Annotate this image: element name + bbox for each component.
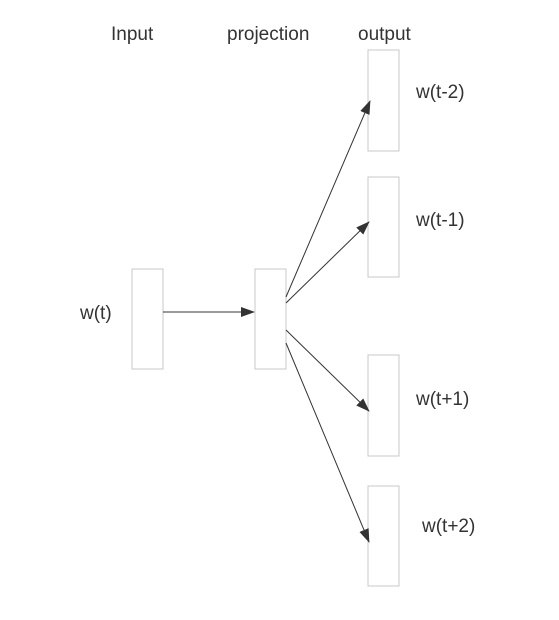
projection-box — [254, 268, 287, 370]
input-word-label: w(t) — [79, 303, 112, 324]
input-box — [131, 268, 164, 370]
output-box-t-minus-2 — [367, 49, 400, 152]
arrow-projection-to-t-plus-2 — [285, 342, 370, 543]
output-label-t-minus-1: w(t-1) — [415, 210, 465, 231]
output-box-t-plus-1 — [367, 354, 400, 457]
arrow-projection-to-t-plus-1 — [285, 329, 370, 412]
output-box-t-plus-2 — [367, 485, 400, 587]
output-label-t-minus-2: w(t-2) — [415, 82, 465, 103]
output-label-t-plus-2: w(t+2) — [421, 516, 475, 537]
input-header: Input — [111, 24, 154, 45]
projection-header: projection — [227, 24, 309, 45]
arrow-projection-to-t-minus-2 — [285, 100, 371, 298]
output-label-t-plus-1: w(t+1) — [415, 389, 469, 410]
output-header: output — [358, 24, 412, 45]
output-box-t-minus-1 — [367, 176, 400, 278]
arrow-projection-to-t-minus-1 — [285, 221, 370, 304]
